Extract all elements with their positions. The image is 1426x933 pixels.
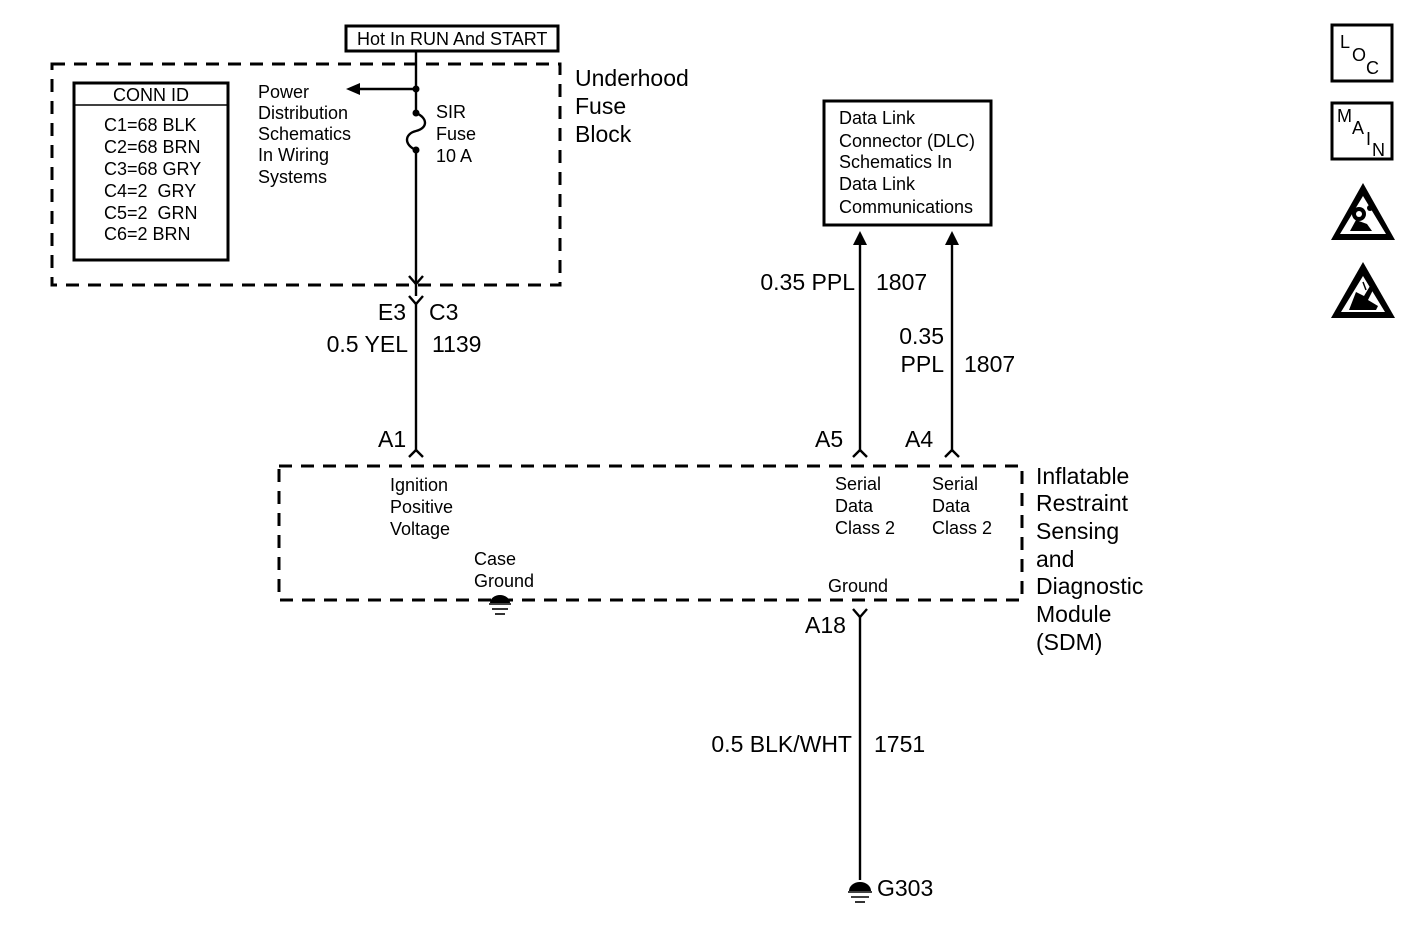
serial-a4-pin-label: Serial — [932, 474, 978, 494]
ground-point-label: G303 — [877, 875, 933, 901]
main-letter: N — [1372, 140, 1385, 160]
fuse-block-title-1: Underhood — [575, 65, 689, 91]
connector-a18-label: A18 — [805, 612, 846, 638]
connector-chevron-icon — [408, 275, 424, 286]
conn-id-row: C5=2 GRN — [104, 203, 198, 223]
fuse-block-title-3: Block — [575, 121, 632, 147]
chassis-ground-icon — [848, 882, 872, 903]
dlc-line: Data Link — [839, 108, 916, 128]
esd-warning-icon[interactable] — [1331, 262, 1395, 318]
conn-id-row: C4=2 GRY — [104, 181, 196, 201]
arrow-up-icon — [853, 231, 867, 245]
power-source-box — [344, 24, 560, 53]
conn-id-table: CONN ID C1=68 BLK C2=68 BRN C3=68 GRY C4… — [72, 81, 230, 262]
power-dist-arrow-icon — [346, 83, 360, 95]
fuse-block-outline — [50, 62, 562, 287]
loc-letter: O — [1352, 45, 1366, 65]
power-dist-line: Schematics — [258, 124, 351, 144]
loc-letter: L — [1340, 32, 1350, 52]
ignition-pin-label: Voltage — [390, 519, 450, 539]
case-ground-label: Case — [474, 549, 516, 569]
conn-id-row: C1=68 BLK — [104, 115, 197, 135]
serial-a5-size-color: 0.35 PPL — [760, 269, 855, 295]
sdm-title-line: and — [1036, 546, 1074, 572]
ground-wire-size-color: 0.5 BLK/WHT — [711, 731, 852, 757]
power-distribution-reference: Power Distribution Schematics In Wiring … — [258, 82, 351, 187]
serial-a4-pin-label: Class 2 — [932, 518, 992, 538]
power-dist-line: In Wiring — [258, 145, 329, 165]
fuse-label-3: 10 A — [436, 146, 472, 166]
sdm-title-line: Module — [1036, 601, 1111, 627]
ignition-wire-size-color: 0.5 YEL — [327, 331, 409, 357]
dlc-line: Data Link — [839, 174, 916, 194]
serial-a5-pin-label: Serial — [835, 474, 881, 494]
fuse-label-2: Fuse — [436, 124, 476, 144]
connector-a5-label: A5 — [815, 426, 843, 452]
loc-icon[interactable]: L O C — [1330, 23, 1394, 83]
connector-chevron-icon — [944, 448, 960, 458]
connector-chevron-icon — [408, 295, 424, 306]
serial-a5-pin-label: Class 2 — [835, 518, 895, 538]
main-icon[interactable]: M A I N — [1330, 101, 1394, 161]
dlc-reference-box — [822, 99, 993, 227]
sdm-title-line: Restraint — [1036, 490, 1129, 516]
arrow-up-icon — [945, 231, 959, 245]
airbag-warning-icon[interactable] — [1331, 183, 1395, 240]
conn-id-header: CONN ID — [113, 85, 189, 105]
conn-id-row: C2=68 BRN — [104, 137, 201, 157]
conn-id-row: C3=68 GRY — [104, 159, 201, 179]
conn-id-box — [72, 81, 230, 262]
connector-chevron-icon — [408, 448, 424, 458]
connector-e3-label: E3 — [378, 299, 406, 325]
dlc-line: Connector (DLC) — [839, 131, 975, 151]
serial-a5-circuit: 1807 — [876, 269, 927, 295]
sdm-title-line: Inflatable — [1036, 463, 1129, 489]
main-letter: M — [1337, 106, 1352, 126]
connector-c3-label: C3 — [429, 299, 458, 325]
ignition-pin-label: Ignition — [390, 475, 448, 495]
dlc-line: Schematics In — [839, 152, 952, 172]
serial-a4-circuit: 1807 — [964, 351, 1015, 377]
serial-a4-pin-label: Data — [932, 496, 971, 516]
loc-letter: C — [1366, 58, 1379, 78]
sdm-title-line: Sensing — [1036, 518, 1119, 544]
connector-a4-label: A4 — [905, 426, 933, 452]
power-source-label: Hot In RUN And START — [357, 29, 547, 49]
case-ground-label: Ground — [474, 571, 534, 591]
ignition-wire-circuit: 1139 — [432, 331, 481, 357]
serial-a4-size: 0.35 — [899, 323, 944, 349]
connector-chevron-icon — [852, 448, 868, 458]
fuse-label-1: SIR — [436, 102, 466, 122]
connector-chevron-icon — [852, 608, 868, 619]
dlc-line: Communications — [839, 197, 973, 217]
fuse-symbol-icon — [405, 111, 427, 152]
conn-id-row: C6=2 BRN — [104, 224, 191, 244]
main-letter: A — [1352, 118, 1364, 138]
power-dist-line: Power — [258, 82, 309, 102]
ground-pin-label: Ground — [828, 576, 888, 596]
power-dist-line: Distribution — [258, 103, 348, 123]
fuse-block-title-2: Fuse — [575, 93, 626, 119]
serial-a5-pin-label: Data — [835, 496, 874, 516]
case-ground-icon — [489, 595, 511, 615]
splice-dot — [412, 85, 420, 93]
sdm-title-line: Diagnostic — [1036, 573, 1143, 599]
sdm-title-line: (SDM) — [1036, 629, 1102, 655]
ignition-pin-label: Positive — [390, 497, 453, 517]
connector-a1-label: A1 — [378, 426, 406, 452]
main-letter: I — [1366, 129, 1371, 149]
power-dist-line: Systems — [258, 167, 327, 187]
serial-a4-color: PPL — [901, 351, 945, 377]
ground-wire-circuit: 1751 — [874, 731, 925, 757]
